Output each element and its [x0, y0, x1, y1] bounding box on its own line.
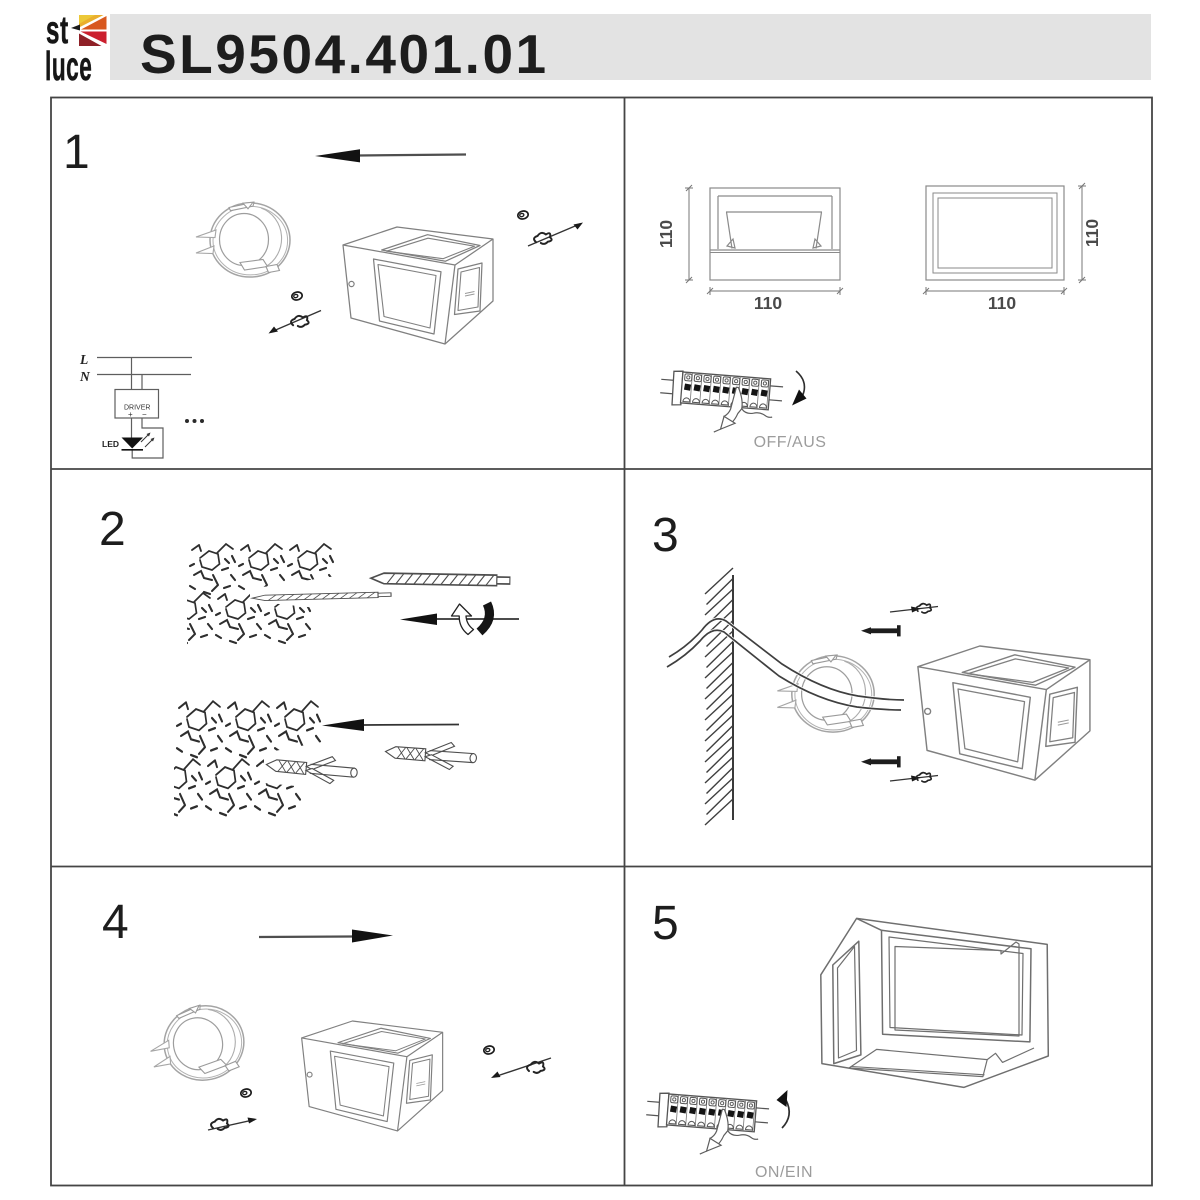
- svg-text:110: 110: [754, 293, 782, 313]
- svg-text:110: 110: [1082, 219, 1102, 247]
- svg-text:2: 2: [99, 503, 126, 556]
- svg-text:1: 1: [63, 126, 90, 179]
- svg-text:OFF/AUS: OFF/AUS: [754, 434, 827, 451]
- svg-text:LED: LED: [102, 439, 119, 449]
- svg-text:SL9504.401.01: SL9504.401.01: [140, 23, 549, 85]
- svg-text:4: 4: [102, 896, 129, 949]
- svg-text:5: 5: [652, 897, 679, 950]
- svg-text:−: −: [142, 410, 147, 419]
- svg-text:L: L: [79, 352, 88, 367]
- svg-text:110: 110: [656, 220, 676, 248]
- svg-text:110: 110: [988, 293, 1016, 313]
- svg-text:ON/EIN: ON/EIN: [755, 1164, 813, 1181]
- svg-text:luce: luce: [45, 44, 92, 90]
- svg-text:N: N: [79, 369, 91, 384]
- svg-text:DRIVER: DRIVER: [124, 405, 150, 412]
- svg-text:3: 3: [652, 509, 679, 562]
- svg-text:st: st: [46, 8, 69, 51]
- svg-text:+: +: [128, 410, 133, 419]
